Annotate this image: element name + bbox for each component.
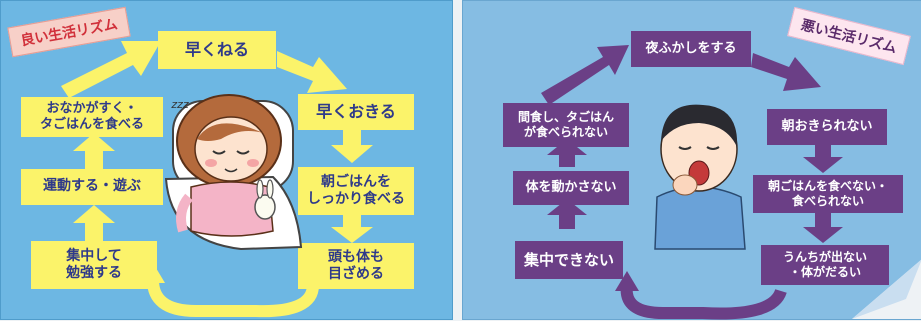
arrow-nobreakfast-to-constipated — [803, 213, 843, 243]
step-exercise: 運動する・遊ぶ — [21, 169, 163, 205]
bunny-toy — [254, 194, 276, 220]
arrow-study-to-exercise — [73, 205, 115, 241]
arrow-constipated-to-cantfocus — [620, 284, 787, 320]
folded-corner — [852, 259, 921, 319]
step-no-breakfast: 朝ごはんを食べない・ 食べられない — [753, 175, 903, 213]
good-rhythm-panel: 良い生活リズム 早くねる 早くおきる 朝ごはんを しっかり食べる 頭も体も 目ざ… — [0, 0, 453, 320]
arrow-exercise-to-hungry — [73, 133, 115, 169]
step-sleep-early: 早くねる — [158, 31, 276, 69]
step-hungry: おなかがすく・ タごはんを食べる — [21, 97, 163, 137]
step-constipated: うんちが出ない ・体がだるい — [761, 245, 889, 285]
step-cant-focus: 集中できない — [515, 241, 623, 279]
boy-hair — [661, 104, 738, 147]
arrow-cantwake-to-nobreakfast — [803, 143, 843, 173]
step-study: 集中して 勉強する — [31, 241, 157, 289]
girl-pajama — [190, 181, 274, 237]
arrow-constipated-to-cantfocus-head — [615, 271, 639, 291]
arrow-wake-to-breakfast — [331, 129, 373, 163]
step-no-exercise: 体を動かさない — [513, 171, 629, 205]
step-cant-wake: 朝おきられない — [767, 109, 887, 145]
boy-hand — [672, 174, 698, 196]
step-snacking: 間食し、タごはん が食べられない — [503, 103, 629, 147]
boy-body — [654, 186, 746, 250]
girl-bangs — [197, 123, 263, 141]
arrow-awake-to-study — [146, 276, 319, 318]
arrow-hungry-to-sleep — [61, 41, 161, 98]
bad-rhythm-arrows — [541, 45, 843, 320]
step-awake: 頭も体も 目ざめる — [298, 243, 414, 289]
arrow-stayup-to-cantwake — [751, 53, 821, 91]
step-stay-up: 夜ふかしをする — [631, 31, 751, 67]
step-wake-early: 早くおきる — [298, 94, 414, 130]
arrow-breakfast-to-awake — [331, 213, 373, 243]
sleep-zzz-text: zzz — [171, 98, 189, 112]
sleeping-girl-illustration — [164, 94, 303, 251]
bad-rhythm-panel: 悪い生活リズム 夜ふかしをする 朝おきられない 朝ごはんを食べない・ 食べられな… — [462, 0, 921, 320]
step-breakfast: 朝ごはんを しっかり食べる — [298, 167, 414, 215]
arrow-noexercise-to-snacking — [547, 139, 587, 167]
arrow-cantfocus-to-noexercise — [547, 199, 587, 229]
good-rhythm-arrows — [61, 41, 373, 318]
arrow-sleep-to-wake — [277, 51, 347, 93]
arrow-snacking-to-stayup — [541, 45, 629, 105]
yawning-boy-illustration — [654, 104, 746, 250]
